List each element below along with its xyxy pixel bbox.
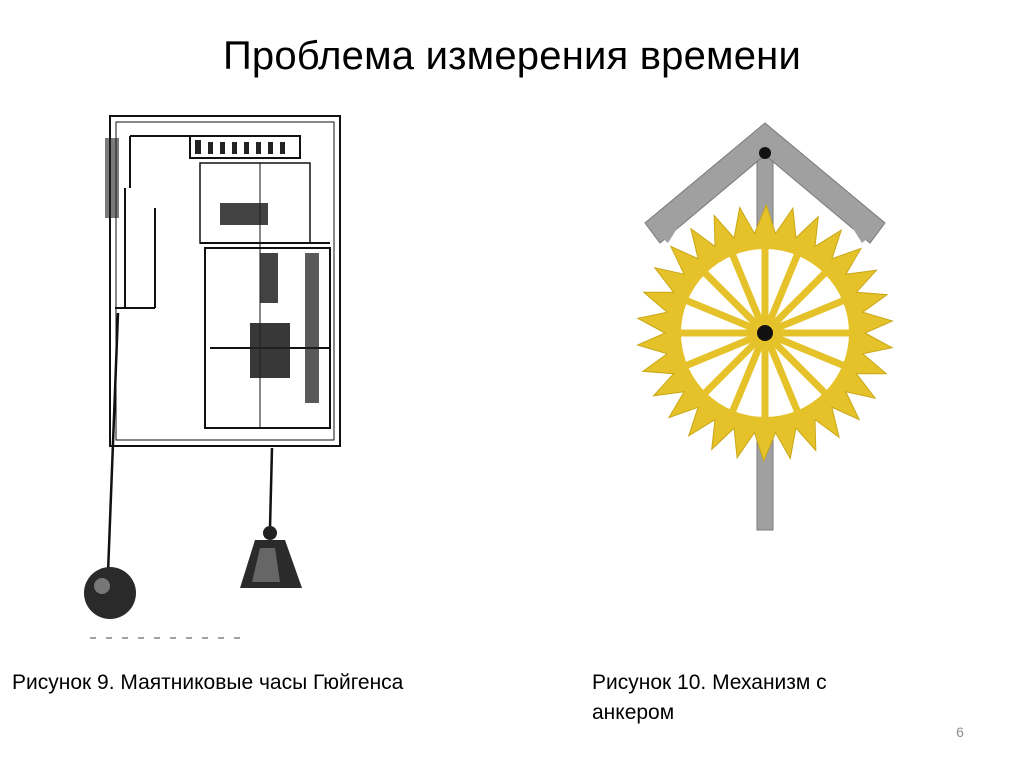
escapement-figure (620, 115, 910, 535)
slide-title: Проблема измерения времени (222, 34, 802, 78)
anchor-escapement-wheel-icon (636, 122, 894, 531)
figure-10-caption: Рисунок 10. Механизм с анкером (592, 671, 827, 724)
page-number: 6 (956, 724, 964, 740)
figure-9-caption: Рисунок 9. Маятниковые часы Гюйгенса (12, 671, 404, 694)
pendulum-clock-figure (80, 108, 370, 648)
pendulum-clock-drawing-icon (84, 115, 341, 639)
